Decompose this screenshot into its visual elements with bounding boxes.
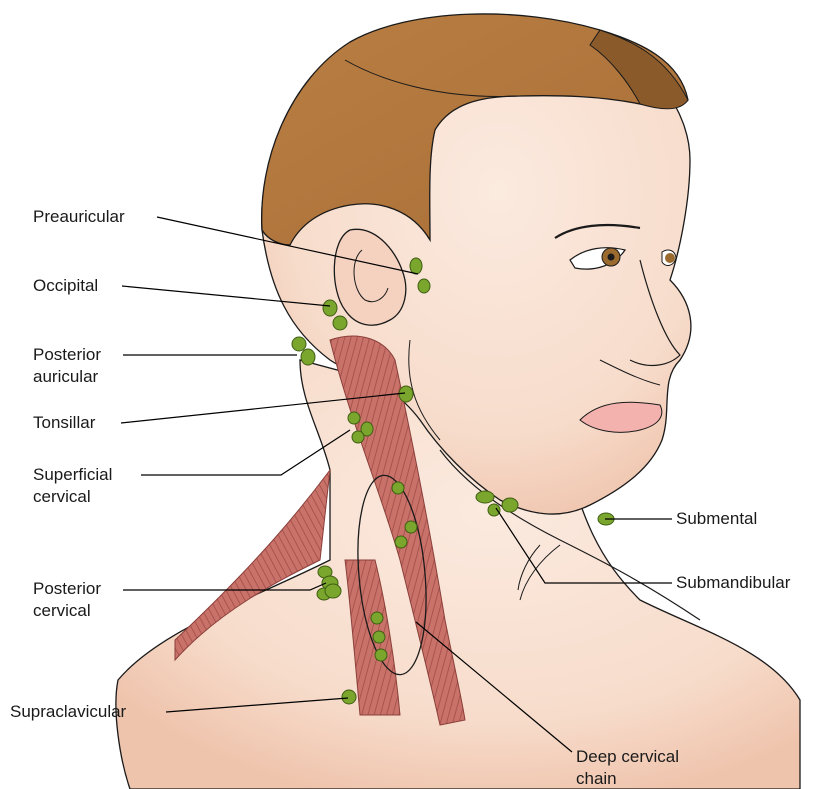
label-preauricular-text: Preauricular (33, 206, 125, 228)
label-tonsillar: Tonsillar (33, 412, 95, 434)
node-posterior-cervical-4 (325, 584, 341, 598)
label-deep-cervical-chain: Deep cervical chain (576, 746, 679, 789)
node-deep-1 (392, 482, 404, 494)
node-deep-4 (371, 612, 383, 624)
node-superficial-3 (352, 431, 364, 443)
label-superficial-cervical-line2: cervical (33, 486, 112, 508)
label-superficial-cervical: Superficial cervical (33, 464, 112, 508)
node-supraclavicular (342, 690, 356, 704)
node-occipital-2 (333, 316, 347, 330)
label-posterior-auricular-line1: Posterior (33, 344, 101, 366)
node-submandibular-2 (502, 498, 518, 512)
node-deep-6 (375, 649, 387, 661)
node-deep-2 (405, 521, 417, 533)
label-posterior-auricular-line2: auricular (33, 366, 101, 388)
label-posterior-auricular: Posterior auricular (33, 344, 101, 388)
label-posterior-cervical: Posterior cervical (33, 578, 101, 622)
label-submandibular: Submandibular (676, 572, 790, 594)
label-posterior-cervical-line1: Posterior (33, 578, 101, 600)
label-submental: Submental (676, 508, 757, 530)
label-deep-cervical-line2: chain (576, 768, 679, 789)
node-submandibular-1 (476, 491, 494, 503)
label-preauricular: Preauricular (33, 206, 125, 228)
node-deep-3 (395, 536, 407, 548)
node-posterior-auricular-2 (301, 349, 315, 365)
label-superficial-cervical-line1: Superficial (33, 464, 112, 486)
label-submental-text: Submental (676, 508, 757, 530)
label-occipital: Occipital (33, 275, 98, 297)
node-preauricular-2 (418, 279, 430, 293)
label-supraclavicular-text: Supraclavicular (10, 701, 126, 723)
node-superficial-1 (348, 412, 360, 424)
iris-right (665, 253, 675, 263)
node-submandibular-3 (488, 504, 500, 516)
node-deep-5 (373, 631, 385, 643)
label-supraclavicular: Supraclavicular (10, 701, 126, 723)
label-occipital-text: Occipital (33, 275, 98, 297)
pupil (608, 254, 615, 261)
node-preauricular-1 (410, 258, 422, 274)
label-deep-cervical-line1: Deep cervical (576, 746, 679, 768)
node-posterior-auricular-1 (292, 337, 306, 351)
label-tonsillar-text: Tonsillar (33, 412, 95, 434)
node-occipital-1 (323, 300, 337, 316)
label-submandibular-text: Submandibular (676, 572, 790, 594)
label-posterior-cervical-line2: cervical (33, 600, 101, 622)
